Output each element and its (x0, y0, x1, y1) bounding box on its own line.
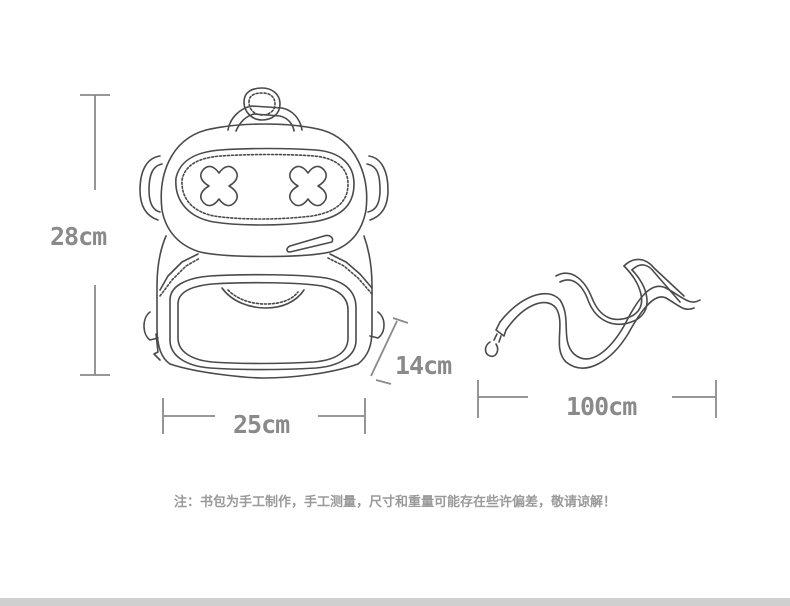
strap-length-label: 100cm (566, 392, 637, 421)
height-dimension-line (80, 94, 110, 376)
strap-dimension-line (477, 380, 717, 418)
backpack-face (160, 123, 368, 258)
depth-label: 14cm (395, 351, 452, 380)
width-label: 25cm (233, 410, 290, 439)
disclaimer-note: 注：书包为手工制作，手工测量，尺寸和重量可能存在些许偏差，敬请谅解！ (173, 495, 616, 510)
width-dimension-line (162, 398, 366, 434)
backpack-body (143, 235, 385, 379)
right-x-eye (289, 165, 327, 207)
footer-bar (0, 598, 790, 606)
leash-strap-drawing (484, 258, 701, 369)
left-x-eye (200, 165, 238, 207)
height-label: 28cm (50, 222, 107, 251)
backpack-front-pocket (169, 273, 357, 371)
backpack-side-ears (139, 155, 389, 221)
depth-dimension-line (370, 317, 409, 385)
